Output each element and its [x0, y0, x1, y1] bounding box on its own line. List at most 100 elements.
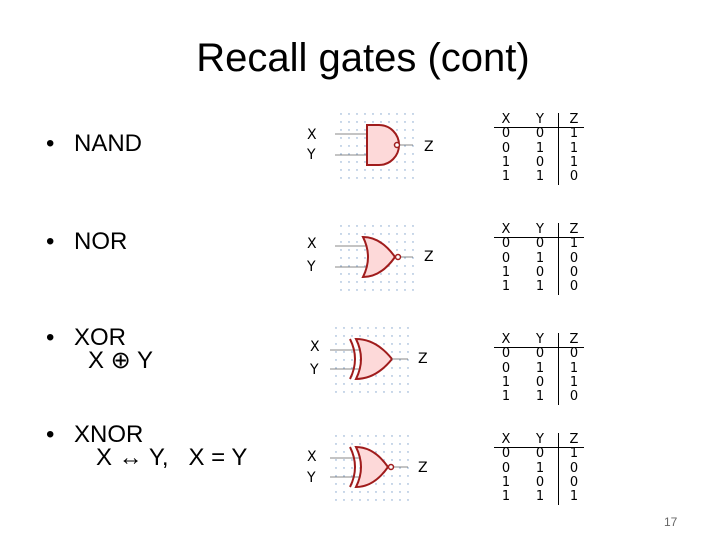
grid-dot — [412, 273, 414, 275]
grid-dot — [335, 335, 337, 337]
grid-dot — [340, 169, 342, 171]
grid-dot — [383, 483, 385, 485]
cell: 0 — [501, 140, 511, 156]
grid-dot — [412, 289, 414, 291]
grid-dot — [351, 351, 353, 353]
grid-dot — [343, 499, 345, 501]
grid-dot — [335, 475, 337, 477]
cell: 1 — [501, 374, 511, 390]
grid-dot — [391, 375, 393, 377]
grid-dot — [348, 137, 350, 139]
grid-dot — [404, 177, 406, 179]
grid-dot — [348, 177, 350, 179]
grid-dot — [380, 273, 382, 275]
header-z: Z — [569, 222, 579, 237]
grid-dot — [383, 491, 385, 493]
grid-dot — [356, 169, 358, 171]
cell: 0 — [501, 360, 511, 376]
grid-dot — [372, 289, 374, 291]
grid-dot — [356, 241, 358, 243]
cell: 1 — [569, 154, 579, 170]
grid-dot — [391, 483, 393, 485]
header-x: X — [501, 112, 511, 127]
grid-dot — [375, 391, 377, 393]
cell: 0 — [569, 460, 579, 476]
grid-dot — [348, 169, 350, 171]
grid-dots — [340, 113, 414, 179]
grid-dot — [335, 359, 337, 361]
grid-dot — [404, 121, 406, 123]
header-x: X — [501, 222, 511, 237]
cell: 0 — [535, 446, 545, 462]
grid-dot — [404, 169, 406, 171]
cell: 0 — [535, 346, 545, 362]
grid-dot — [391, 435, 393, 437]
slide-title: Recall gates (cont) — [196, 36, 530, 80]
grid-dot — [364, 225, 366, 227]
grid-dot — [348, 161, 350, 163]
cell: 1 — [569, 236, 579, 252]
grid-dot — [407, 475, 409, 477]
grid-dot — [412, 281, 414, 283]
grid-dot — [399, 335, 401, 337]
grid-dot — [388, 289, 390, 291]
grid-dot — [412, 225, 414, 227]
grid-dot — [356, 137, 358, 139]
cell: 1 — [569, 374, 579, 390]
grid-dot — [335, 343, 337, 345]
grid-dot — [351, 475, 353, 477]
grid-dot — [343, 443, 345, 445]
xnor-expression: X ↔ Y, X = Y — [96, 444, 248, 471]
cell: 1 — [535, 279, 545, 295]
grid-dot — [412, 129, 414, 131]
grid-dot — [412, 241, 414, 243]
grid-dot — [343, 327, 345, 329]
grid-dot — [407, 459, 409, 461]
grid-dot — [356, 257, 358, 259]
xnor-gate-bubble — [387, 463, 395, 471]
grid-dot — [404, 233, 406, 235]
input-x-label: X — [307, 449, 317, 465]
table-output-divider — [558, 433, 559, 505]
grid-dot — [404, 265, 406, 267]
grid-dot — [367, 435, 369, 437]
grid-dot — [396, 177, 398, 179]
grid-dot — [340, 233, 342, 235]
grid-dot — [375, 499, 377, 501]
grid-dot — [396, 113, 398, 115]
table-header-rule — [494, 237, 584, 238]
grid-dot — [335, 435, 337, 437]
header-x: X — [501, 332, 511, 347]
grid-dot — [412, 137, 414, 139]
grid-dot — [383, 435, 385, 437]
grid-dot — [407, 499, 409, 501]
grid-dot — [343, 375, 345, 377]
grid-dot — [340, 281, 342, 283]
cell: 1 — [501, 154, 511, 170]
cell: 1 — [501, 279, 511, 295]
grid-dot — [412, 121, 414, 123]
cell: 0 — [501, 346, 511, 362]
grid-dot — [348, 153, 350, 155]
input-x-label: X — [307, 127, 317, 143]
grid-dot — [375, 435, 377, 437]
grid-dot — [351, 443, 353, 445]
grid-dot — [340, 257, 342, 259]
grid-dot — [356, 121, 358, 123]
grid-dot — [396, 161, 398, 163]
grid-dot — [407, 351, 409, 353]
grid-dot — [372, 113, 374, 115]
grid-dot — [348, 121, 350, 123]
grid-dot — [364, 249, 366, 251]
cell: 1 — [501, 489, 511, 505]
grid-dot — [396, 169, 398, 171]
grid-dot — [364, 129, 366, 131]
cell: 1 — [569, 446, 579, 462]
grid-dot — [407, 367, 409, 369]
grid-dot — [367, 443, 369, 445]
cell: 0 — [569, 474, 579, 490]
grid-dot — [399, 327, 401, 329]
output-z-label: Z — [418, 460, 428, 476]
grid-dot — [351, 435, 353, 437]
grid-dot — [404, 289, 406, 291]
